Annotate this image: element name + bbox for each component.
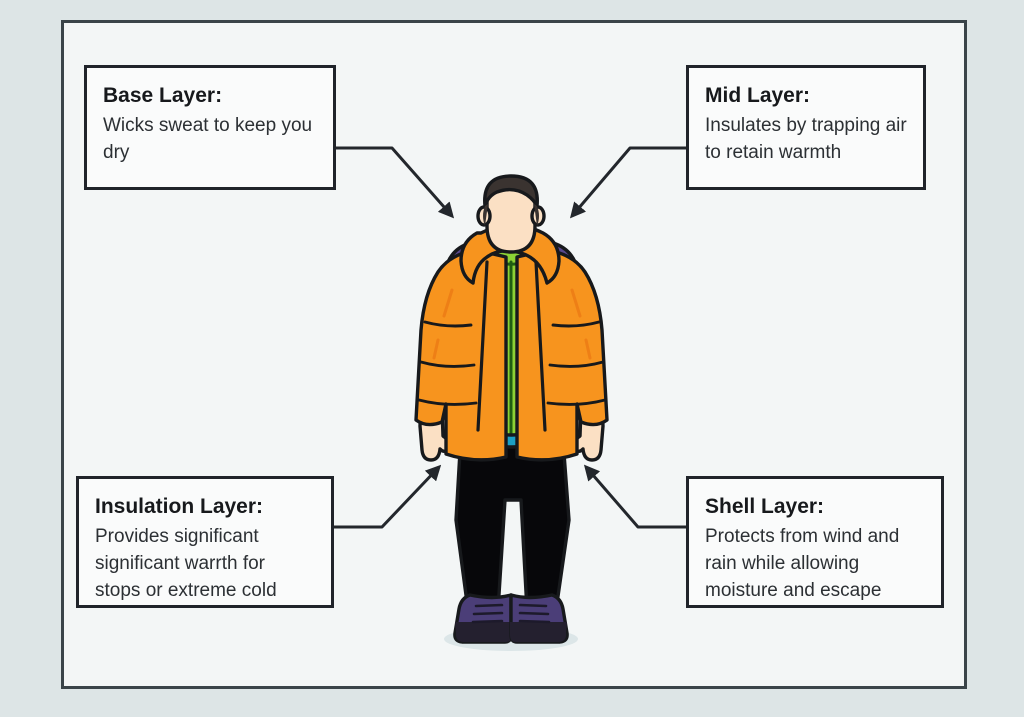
callout-insulation-layer[interactable]: Insulation Layer: Provides significant s… [76,476,334,608]
hair [483,174,539,208]
callout-title: Mid Layer: [705,84,811,107]
callout-body: Wicks sweat to keep you dry [103,115,313,163]
shell-quilting-highlights [432,288,592,360]
shell-quilting [417,320,607,406]
boot-right-sole [510,622,567,642]
callout-title: Shell Layer: [705,495,825,518]
hair-sideburn-left [483,204,488,226]
callout-base-layer[interactable]: Base Layer: Wicks sweat to keep you dry [84,65,336,190]
callout-title: Insulation Layer: [95,495,264,518]
boot-left-sole [455,622,512,642]
shell-zip-right [534,260,547,432]
callout-body: Insulates by trapping air to retain warm… [705,115,907,163]
callout-body: Provides significant significant warrth … [95,526,277,601]
hair-sideburn-right [534,204,539,226]
boot-right-laces [518,603,551,624]
boot-left-laces [471,603,504,624]
shell-zip-left [476,260,489,432]
callout-mid-layer[interactable]: Mid Layer: Insulates by trapping air to … [686,65,926,190]
callout-shell-layer[interactable]: Shell Layer: Protects from wind and rain… [686,476,944,608]
callout-title: Base Layer: [103,84,223,107]
callout-body: Protects from wind and rain while allowi… [705,526,900,601]
